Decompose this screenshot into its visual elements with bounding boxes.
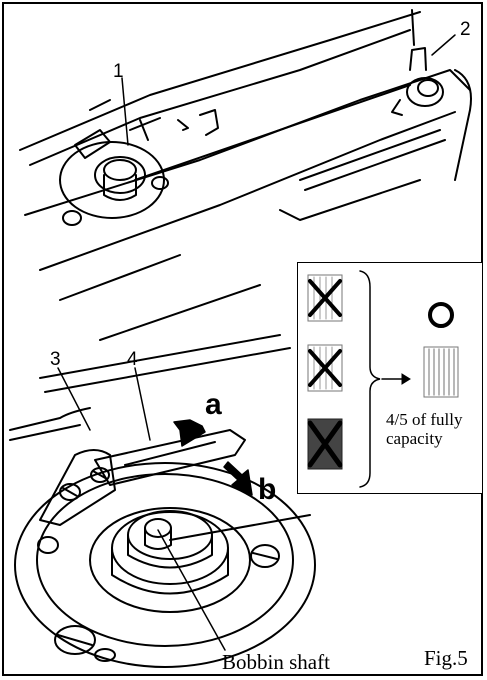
figure-number: Fig.5 (424, 646, 468, 670)
bobbin-shaft-label: Bobbin shaft (222, 650, 330, 674)
upper-bobbin-winder (59, 84, 411, 226)
thread-tension-assembly (391, 9, 444, 116)
capacity-caption-line2: capacity (386, 429, 443, 448)
bobbin-overfilled-1 (307, 274, 343, 322)
arrow-b-icon (223, 461, 253, 496)
bobbin-correct (423, 346, 459, 398)
lower-bobbin-winder (9, 334, 316, 668)
cross-icon (307, 420, 343, 468)
grouping-brace (359, 270, 381, 488)
direction-arrows (173, 419, 253, 496)
direction-a-label: a (205, 388, 222, 421)
callout-2: 2 (460, 19, 471, 40)
circle-icon (428, 302, 454, 328)
bobbin-overfilled-2 (307, 344, 343, 392)
callout-leaders (57, 34, 456, 441)
cross-icon (308, 349, 342, 387)
direction-b-label: b (258, 473, 277, 506)
bobbin-comparison-drawing (307, 270, 459, 488)
callout-4: 4 (127, 349, 138, 370)
machine-arm-outline (19, 11, 472, 341)
callout-1: 1 (113, 61, 124, 82)
bobbin-overfilled-3 (307, 418, 343, 470)
callout-3: 3 (50, 349, 61, 370)
cross-icon (308, 279, 342, 317)
bobbin-capacity-inset: 4/5 of fully capacity (297, 262, 483, 494)
capacity-caption-line1: 4/5 of fully (386, 410, 463, 429)
arrow-a-icon (173, 419, 206, 447)
